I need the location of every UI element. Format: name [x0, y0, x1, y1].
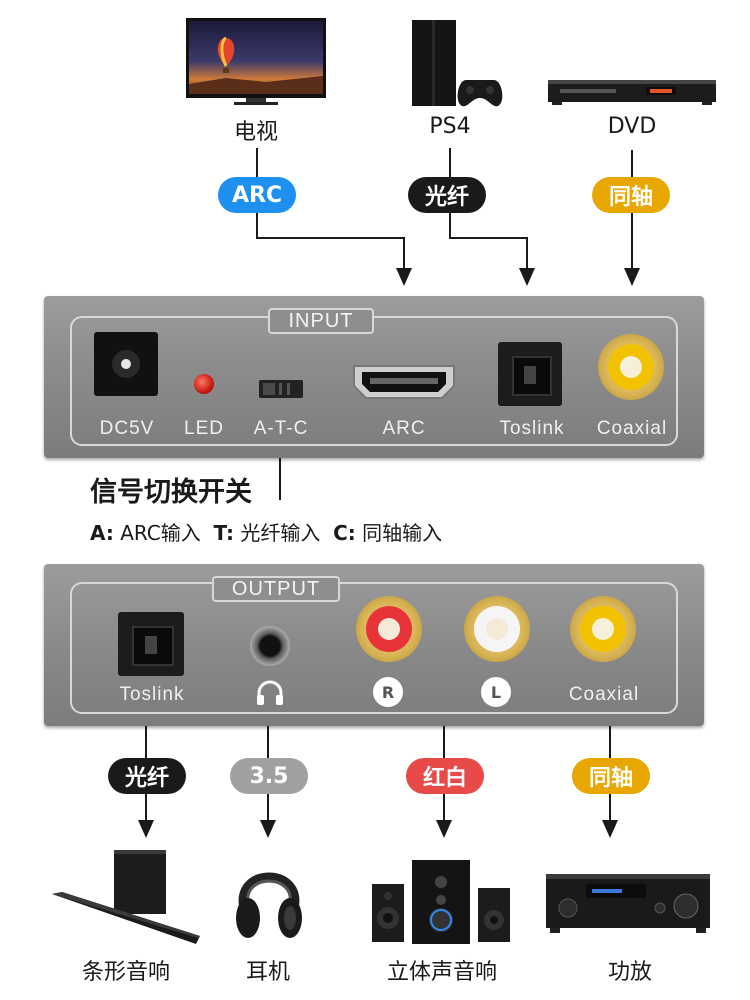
switch-note-title: 信号切换开关: [90, 477, 252, 508]
port-label-arc: ARC: [382, 418, 426, 439]
badge-r: R: [373, 677, 403, 707]
input-panel: INPUT DC5V LED A-T-C ARC Toslink Coaxial: [44, 296, 704, 458]
soundbar-image: [50, 848, 202, 948]
port-label-atc: A-T-C: [253, 418, 309, 439]
headphone-jack: [250, 626, 290, 666]
output-label-stereo: 立体声音响: [386, 960, 497, 985]
toslink-input-port: [498, 342, 562, 406]
coaxial-output-port: [570, 596, 636, 662]
headphones-image: [234, 848, 304, 942]
dc-power-jack: [94, 332, 158, 396]
amplifier-image: [546, 872, 710, 934]
out-port-label-toslink: Toslink: [119, 684, 185, 705]
out-badge-coaxial: 同轴: [572, 758, 650, 794]
badge-arc: ARC: [218, 177, 296, 213]
rca-left-port: [464, 596, 530, 662]
hdmi-arc-port: [352, 362, 456, 402]
output-connector-lines: [138, 726, 618, 838]
output-label-soundbar: 条形音响: [81, 960, 170, 985]
output-panel-title: OUTPUT: [212, 576, 340, 602]
out-badge-35: 3.5: [230, 758, 308, 794]
output-label-amplifier: 功放: [607, 960, 652, 985]
source-label-dvd: DVD: [607, 114, 657, 139]
output-panel: OUTPUT R L Toslink Coaxial: [44, 564, 704, 726]
headphone-icon: [255, 680, 285, 706]
port-label-led: LED: [184, 418, 224, 439]
switch-callout-line: [279, 458, 281, 500]
toslink-output-port: [118, 612, 184, 676]
coaxial-input-port: [598, 334, 664, 400]
out-port-label-coaxial: Coaxial: [568, 684, 640, 705]
port-label-coaxial: Coaxial: [596, 418, 668, 439]
out-badge-rw: 红白: [406, 758, 484, 794]
port-label-toslink: Toslink: [499, 418, 565, 439]
atc-switch[interactable]: [259, 380, 303, 398]
badge-optical: 光纤: [408, 177, 486, 213]
output-label-headphones: 耳机: [245, 960, 290, 985]
led-indicator: [194, 374, 214, 394]
stereo-speakers-image: [370, 856, 512, 946]
input-panel-title: INPUT: [268, 308, 374, 334]
tv-image: [186, 18, 326, 108]
badge-l: L: [481, 677, 511, 707]
out-badge-optical: 光纤: [108, 758, 186, 794]
source-label-tv: 电视: [233, 120, 278, 145]
source-label-ps4: PS4: [429, 114, 471, 139]
port-label-dc5v: DC5V: [99, 418, 155, 439]
badge-coaxial: 同轴: [592, 177, 670, 213]
switch-note-legend: A: ARC输入 T: 光纤输入 C: 同轴输入: [90, 521, 443, 545]
rca-right-port: [356, 596, 422, 662]
ps4-image: [408, 18, 508, 110]
input-connector-lines: [256, 148, 640, 286]
dvd-player-image: [548, 78, 716, 106]
